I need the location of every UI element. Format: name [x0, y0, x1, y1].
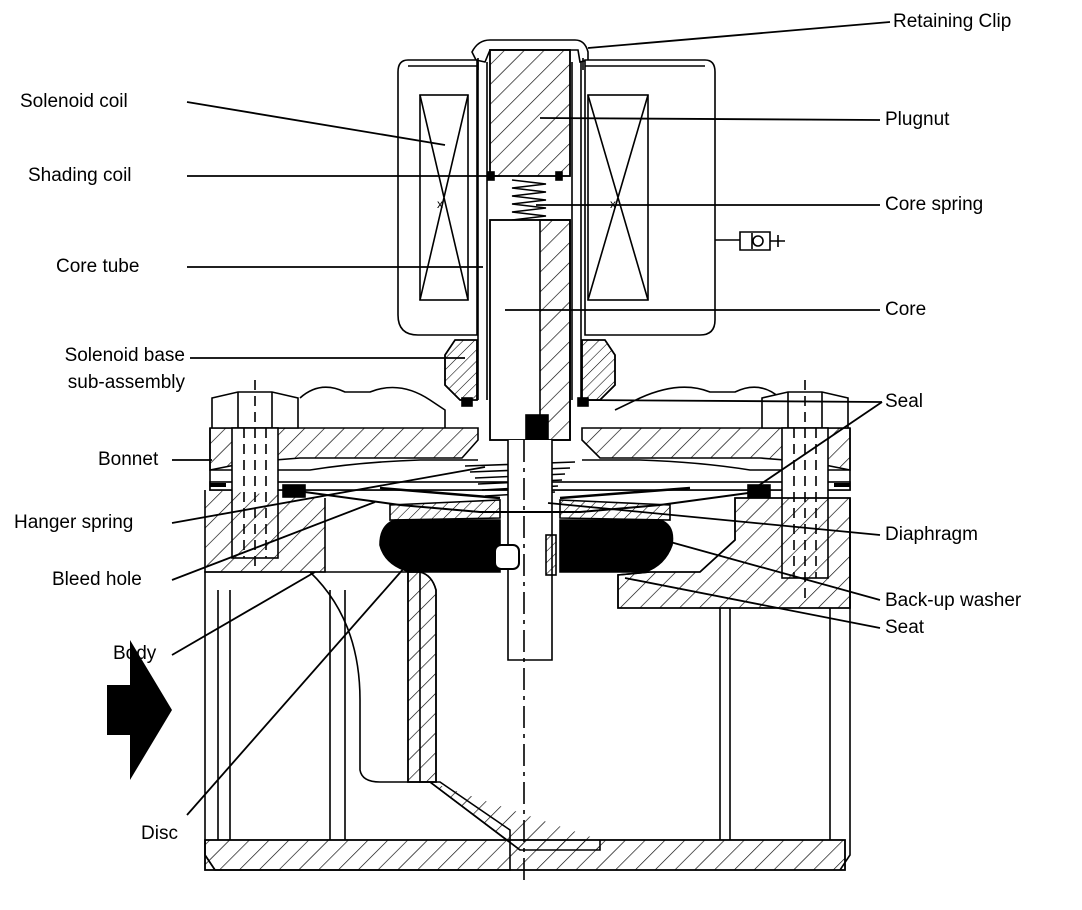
solenoid-base-part: [444, 339, 616, 407]
label-core-tube: Core tube: [56, 256, 140, 277]
label-shading-coil: Shading coil: [28, 165, 132, 186]
svg-text:x: x: [610, 197, 616, 211]
label-core-spring: Core spring: [885, 194, 984, 215]
label-hanger-spring: Hanger spring: [14, 512, 134, 533]
core-part: [489, 219, 571, 456]
label-back-up-washer: Back-up washer: [885, 590, 1022, 611]
label-body: Body: [113, 643, 157, 664]
disc-part: [379, 519, 674, 576]
label-disc: Disc: [141, 823, 178, 844]
label-solenoid-base-line2: sub-assembly: [67, 372, 185, 393]
label-solenoid-base-line1: Solenoid base: [64, 345, 185, 366]
svg-text:x: x: [437, 197, 443, 211]
plugnut-part: [487, 49, 571, 181]
leader-lines: [171, 21, 891, 816]
label-core: Core: [885, 299, 927, 320]
solenoid-coil-housing: x x: [397, 59, 785, 336]
label-retaining-clip: Retaining Clip: [893, 11, 1012, 32]
label-seal: Seal: [885, 391, 924, 412]
label-solenoid-coil: Solenoid coil: [20, 91, 128, 112]
label-bonnet: Bonnet: [98, 449, 159, 470]
label-diaphragm: Diaphragm: [885, 524, 978, 545]
flow-direction-arrow-icon: [107, 640, 172, 780]
valve-body-part: [204, 490, 851, 871]
label-seat: Seat: [885, 617, 925, 638]
diaphragm-part: [289, 486, 771, 513]
core-tube-part: [477, 62, 582, 400]
back-up-washer-part: [389, 499, 671, 521]
label-plugnut: Plugnut: [885, 109, 950, 130]
label-bleed-hole: Bleed hole: [52, 569, 142, 590]
